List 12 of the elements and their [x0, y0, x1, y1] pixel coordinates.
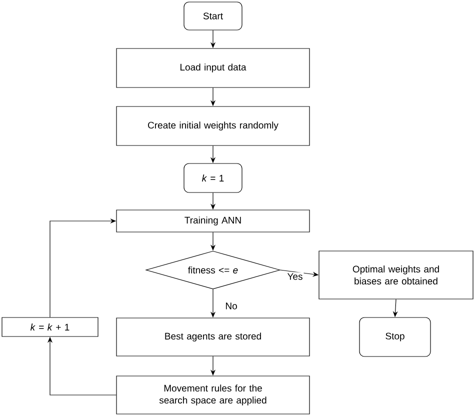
- process-box: k = 1: [184, 163, 242, 193]
- edge-label: Yes: [286, 272, 304, 281]
- process-box: Load input data: [116, 48, 310, 88]
- terminal-box: Start: [184, 2, 242, 30]
- process-box: k = k + 1: [2, 317, 98, 337]
- process-box: Create initial weights randomly: [116, 106, 310, 146]
- process-box: Training ANN: [116, 210, 310, 232]
- process-box: Movement rules for the search space are applied: [116, 376, 310, 414]
- process-box: Optimal weights and biases are obtained: [318, 250, 474, 300]
- terminal-box: Stop: [359, 317, 431, 357]
- process-box: Best agents are stored: [116, 318, 310, 356]
- edge-label: No: [224, 302, 238, 310]
